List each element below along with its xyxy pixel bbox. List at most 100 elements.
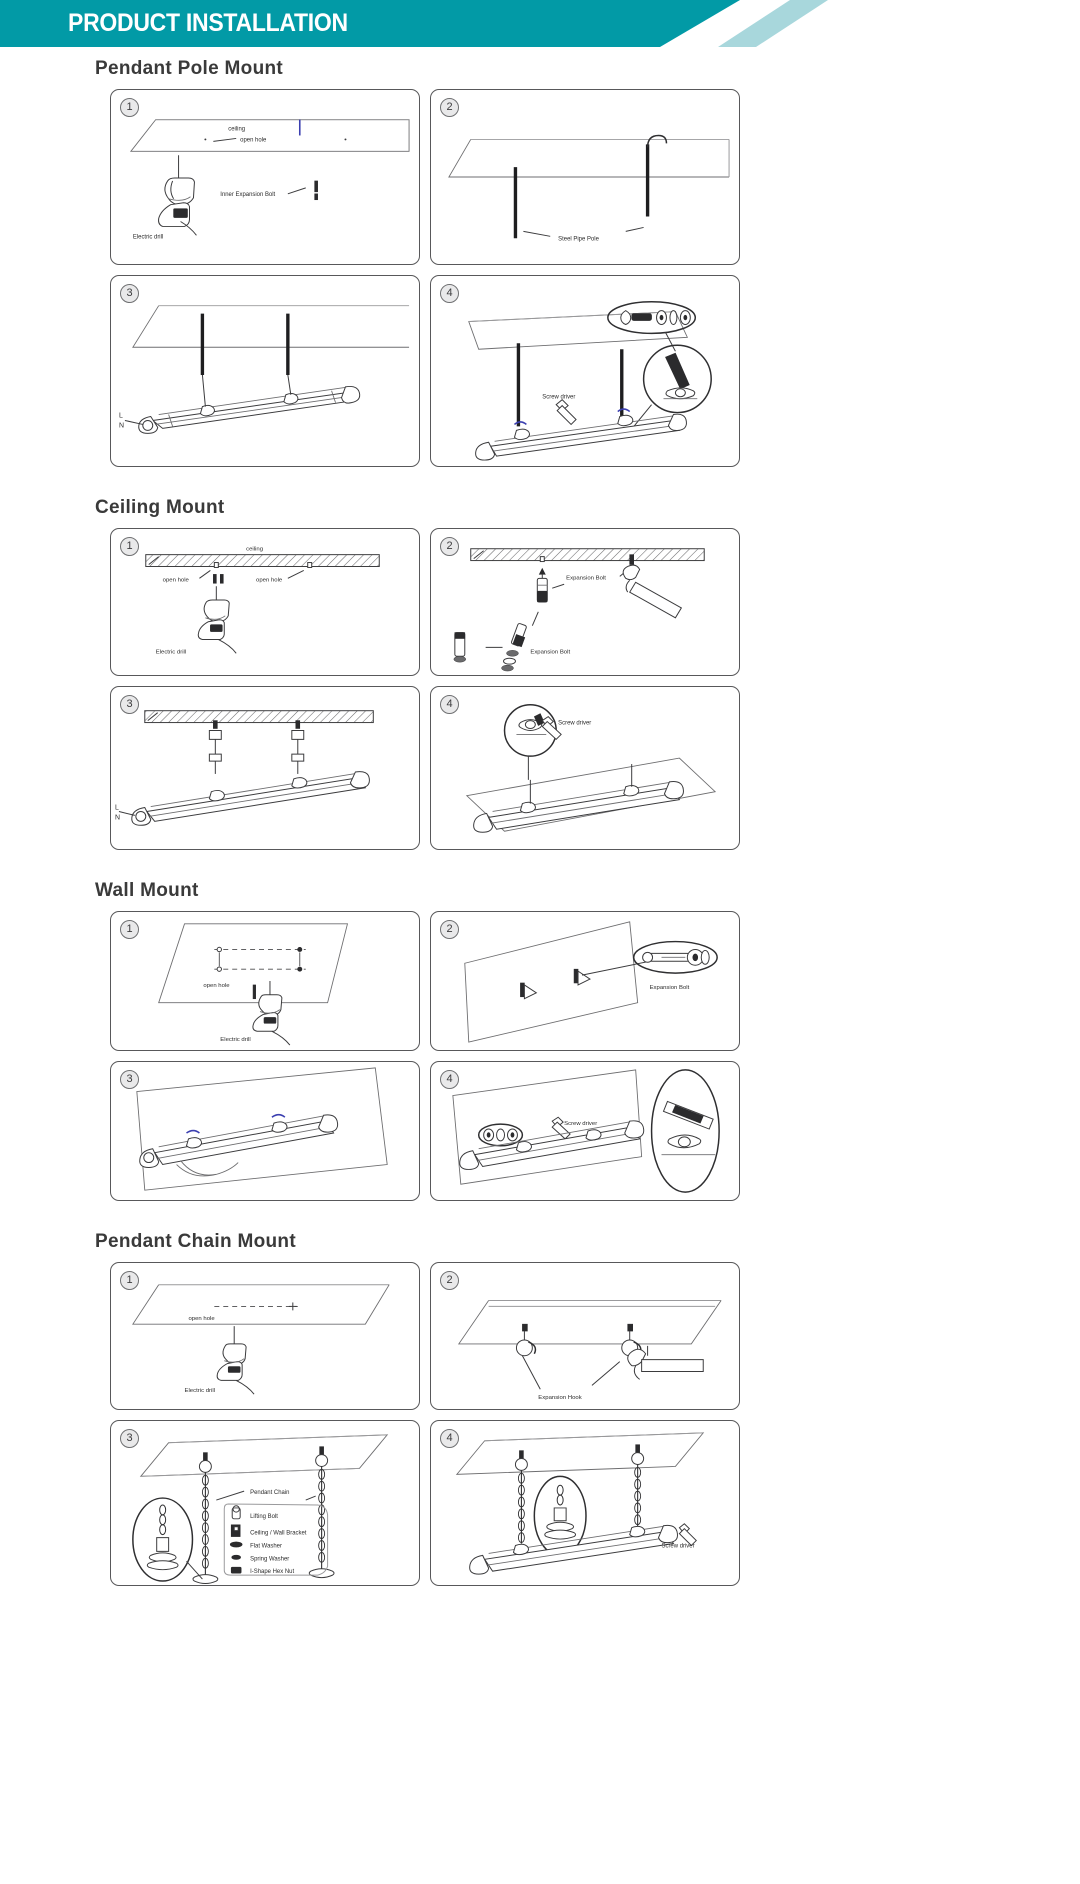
panel-step-number: 2 (440, 537, 459, 556)
electric-drill-icon (216, 1326, 255, 1395)
panel-illustration (136, 1067, 388, 1191)
label-wire-n: N (115, 814, 120, 821)
label-expansion-bolt: Expansion Bolt (650, 985, 690, 991)
bolt-icon (453, 632, 467, 663)
flat-washer-icon (229, 1541, 243, 1548)
diagram-panel: 4 (430, 1420, 740, 1586)
ceiling-bracket (291, 720, 305, 774)
expansion-hook-icon (515, 1323, 537, 1357)
ceiling-bracket (208, 720, 222, 774)
panel-step-number: 3 (120, 1070, 139, 1089)
panel-step-number: 1 (120, 537, 139, 556)
section-wall-mount: Wall Mount 1 open hole (0, 880, 1080, 1201)
panel-step-number: 4 (440, 695, 459, 714)
panel-illustration: Expansion Hook (457, 1299, 722, 1401)
label-pendant-chain: Pendant Chain (250, 1490, 289, 1496)
label-wire-l: L (119, 413, 123, 420)
label-spring-washer: Spring Washer (250, 1556, 289, 1562)
panel-illustration: open hole Electric drill (158, 923, 349, 1046)
led-fixture (473, 764, 684, 833)
label-electric-drill: Electric drill (220, 1037, 250, 1043)
lifting-bolt-icon (631, 1444, 645, 1465)
panel-illustration: Expansion Bolt (464, 921, 718, 1043)
led-fixture (459, 1120, 645, 1170)
panel-grid: 1 open hole (0, 911, 1080, 1201)
led-fixture (138, 374, 361, 434)
diagram-panel: 1 open hole (110, 1262, 420, 1410)
diagram-panel: 2 Expansi (430, 528, 740, 676)
panel-step-number: 2 (440, 920, 459, 939)
label-open-hole: open hole (256, 577, 283, 583)
electric-drill-icon (158, 155, 197, 236)
page-title: PRODUCT INSTALLATION (68, 9, 348, 37)
label-screw-driver: Screw driver (558, 721, 591, 727)
led-fixture (475, 408, 687, 461)
diagram-panel: 3 (110, 686, 420, 850)
diagram-panel: 2 (430, 911, 740, 1051)
section-title: Ceiling Mount (95, 497, 225, 518)
label-expansion-hook: Expansion Hook (538, 1395, 581, 1401)
panel-step-number: 1 (120, 98, 139, 117)
label-ceiling: ceiling (228, 127, 245, 133)
pendant-chain (520, 1464, 639, 1544)
diagram-panel: 1 ceiling open hole (110, 89, 420, 265)
panel-illustration: L N (115, 710, 374, 826)
section-title: Pendant Chain Mount (95, 1231, 296, 1252)
label-screw-driver: Screw driver (564, 1121, 597, 1127)
section-pendant-chain-mount: Pendant Chain Mount 1 open hole (0, 1231, 1080, 1586)
lifting-bolt-icon (514, 1450, 528, 1471)
diagram-panel: 1 open hole (110, 911, 420, 1051)
panel-illustration: Pendant Chain Lifting Bolt Ceiling / W (132, 1434, 389, 1585)
label-steel-pipe-pole: Steel Pipe Pole (558, 236, 599, 242)
diagram-panel: 4 Screw driver (430, 275, 740, 467)
panel-illustration: Expansion Bolt Expansio (453, 548, 705, 672)
panel-illustration: Screw driver (455, 1432, 705, 1575)
panel-step-number: 4 (440, 284, 459, 303)
section-ceiling-mount: Ceiling Mount 1 ceiling open hole open h… (0, 497, 1080, 850)
panel-step-number: 3 (120, 1429, 139, 1448)
diagram-panel: 2 Steel Pipe Pole (430, 89, 740, 265)
hardware-parts-icons (620, 310, 691, 326)
label-ceiling-wall-bracket: Ceiling / Wall Bracket (250, 1531, 307, 1537)
label-expansion-bolt: Expansion Bolt (566, 575, 606, 581)
label-hex-nut: I-Shape Hex Nut (250, 1569, 294, 1575)
label-open-hole: open hole (163, 577, 190, 583)
diagram-panel: 1 ceiling open hole open hole (110, 528, 420, 676)
chain-links (201, 1468, 326, 1569)
diagram-panel: 4 Screw driver (430, 1061, 740, 1201)
panel-step-number: 2 (440, 1271, 459, 1290)
label-ceiling: ceiling (246, 547, 263, 553)
hardware-parts-icons (483, 1128, 518, 1142)
label-flat-washer: Flat Washer (250, 1543, 282, 1549)
panel-grid: 1 ceiling open hole open hole (0, 528, 1080, 850)
magnified-detail (544, 1484, 577, 1540)
led-fixture (131, 771, 370, 826)
ceiling-wall-bracket-icon (230, 1524, 241, 1537)
electric-drill-icon (197, 586, 237, 654)
label-open-hole: open hole (203, 983, 230, 989)
panel-illustration: ceiling open hole Electric (129, 119, 410, 240)
label-electric-drill: Electric drill (185, 1388, 215, 1394)
lifting-bolt-icon (315, 1446, 329, 1467)
expansion-bolt-icon (573, 968, 591, 986)
section-title: Pendant Pole Mount (95, 58, 284, 79)
diagram-panel: 3 (110, 1420, 420, 1586)
section-title: Wall Mount (95, 880, 199, 901)
label-screw-driver: Screw driver (542, 395, 575, 401)
expansion-bolt-icon (536, 577, 548, 603)
label-screw-driver: Screw driver (662, 1543, 695, 1549)
label-open-hole: open hole (188, 1316, 215, 1322)
section-pendant-pole-mount: Pendant Pole Mount 1 ceiling open hole (0, 58, 1080, 467)
diagram-panel: 2 Expansion Hook (430, 1262, 740, 1410)
expansion-bolt-icon (314, 180, 318, 201)
hammer-icon (627, 1345, 704, 1380)
lifting-bolt-icon (231, 1505, 241, 1520)
panel-grid: 1 ceiling open hole (0, 89, 1080, 467)
panel-illustration: L N (119, 305, 410, 434)
hammer-icon (622, 564, 683, 619)
banner-teal-shape (0, 0, 740, 47)
hex-nut-icon (230, 1566, 242, 1574)
panel-step-number: 4 (440, 1070, 459, 1089)
screwdriver-icon (678, 1523, 697, 1547)
magnified-detail (663, 352, 698, 400)
